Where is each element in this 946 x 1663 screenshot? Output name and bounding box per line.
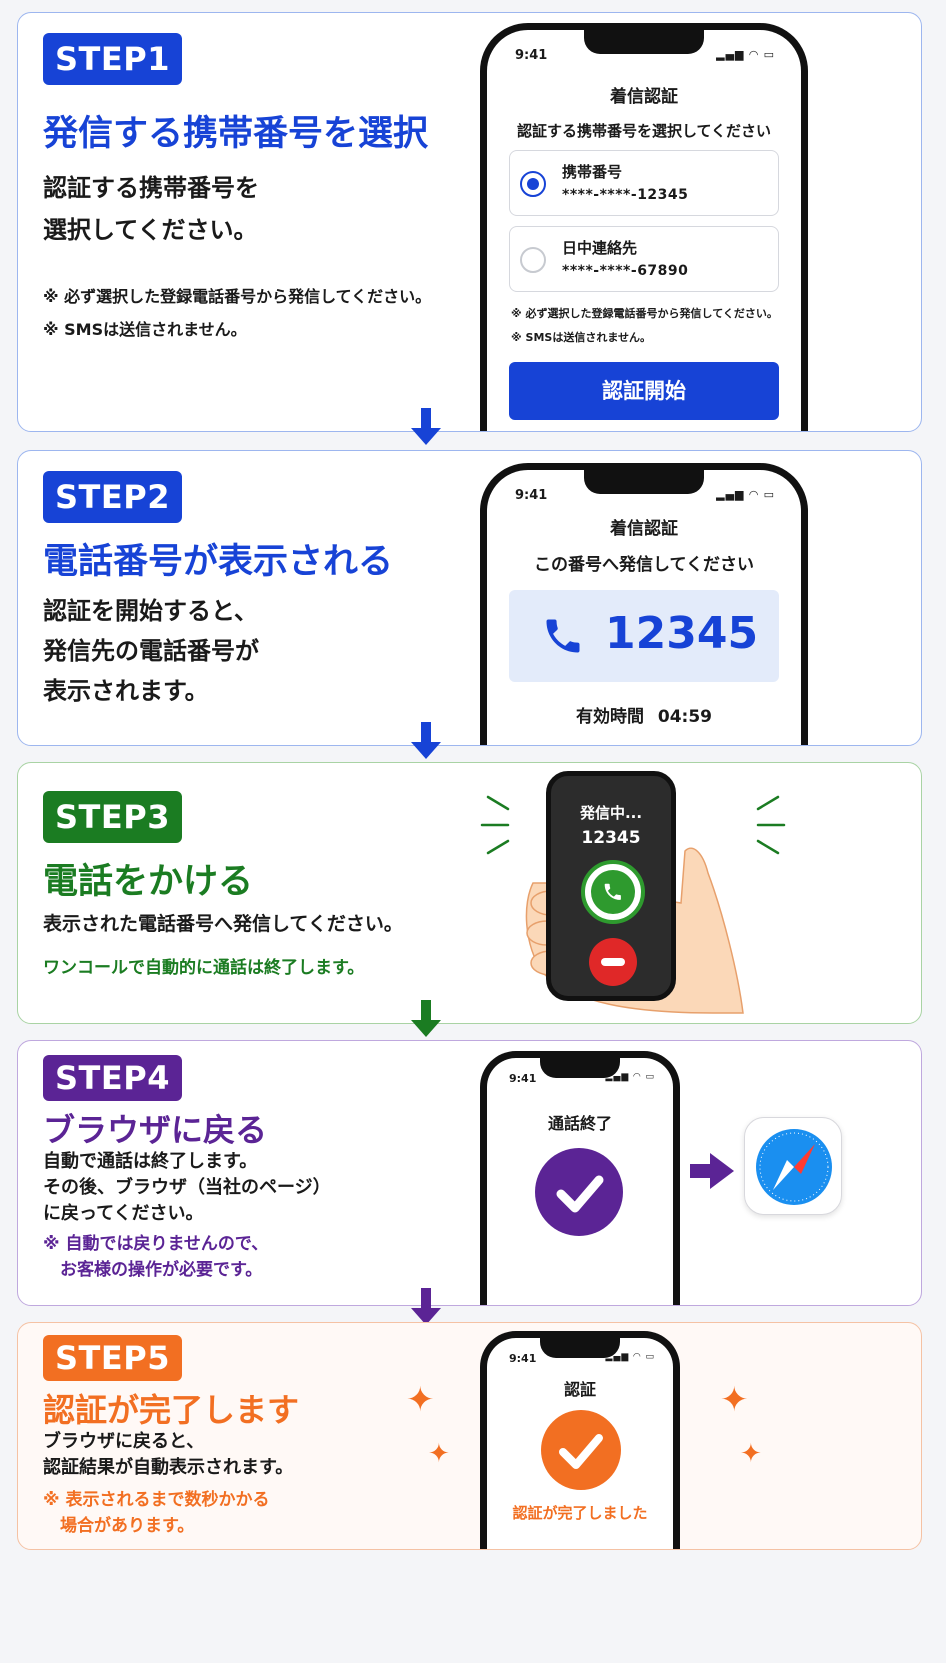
step1-description-line: 選択してください。 bbox=[43, 216, 258, 244]
status-time: 9:41 bbox=[515, 488, 548, 503]
validity-time: 04:59 bbox=[657, 707, 713, 727]
validity-timer: 有効時間 04:59 bbox=[487, 702, 801, 727]
checkmark-icon bbox=[535, 1148, 623, 1236]
step3-note: ワンコールで自動的に通話は終了します。 bbox=[43, 958, 365, 978]
arrow-down-icon bbox=[411, 1000, 441, 1040]
step1-note: ※ 必ず選択した登録電話番号から発信してください。 bbox=[43, 287, 432, 306]
step1-badge: STEP1 bbox=[43, 33, 182, 85]
step2-description-line: 表示されます。 bbox=[43, 677, 209, 705]
step4-note: ※ 自動では戻りませんので、 bbox=[43, 1234, 269, 1254]
screen-title: 通話終了 bbox=[547, 1114, 612, 1133]
arrow-down-icon bbox=[411, 722, 441, 762]
display-number: 12345 bbox=[605, 608, 759, 659]
phone-note: ※ SMSは送信されません。 bbox=[511, 331, 651, 344]
step1-description-line: 認証する携帯番号を bbox=[43, 174, 259, 202]
step2-description-line: 認証を開始すると、 bbox=[43, 597, 259, 625]
step2-badge: STEP2 bbox=[43, 471, 182, 523]
ringing-lines-icon bbox=[480, 795, 786, 855]
sparkle-icon: ✦ bbox=[720, 1380, 749, 1420]
option-number: ****-****-12345 bbox=[562, 187, 689, 203]
status-time: 9:41 bbox=[509, 1072, 537, 1085]
phone-notes: ※ 必ず選択した登録電話番号から発信してください。 ※ SMSは送信されません。 bbox=[511, 302, 778, 350]
start-auth-button[interactable]: 認証開始 bbox=[509, 362, 779, 420]
step2-card: STEP2 電話番号が表示される 認証を開始すると、 発信先の電話番号が 表示さ… bbox=[17, 450, 922, 746]
safari-compass-icon[interactable] bbox=[744, 1117, 842, 1215]
step5-title: 認証が完了します bbox=[43, 1391, 300, 1429]
phone-option-daytime[interactable]: 日中連絡先 ****-****-67890 bbox=[509, 226, 779, 292]
phone-notch bbox=[584, 30, 704, 54]
step2-description: 認証を開始すると、 発信先の電話番号が 表示されます。 bbox=[43, 591, 259, 711]
step1-description: 認証する携帯番号を 選択してください。 bbox=[43, 167, 259, 251]
validity-label: 有効時間 bbox=[575, 707, 644, 727]
phone-icon bbox=[546, 619, 580, 653]
phone-notch bbox=[540, 1058, 620, 1078]
step4-description-line: その後、ブラウザ（当社のページ） bbox=[43, 1177, 331, 1198]
calling-status: 発信中... bbox=[579, 804, 643, 822]
arrow-right-icon bbox=[690, 1153, 734, 1189]
auth-result: 認証が完了しました bbox=[512, 1504, 648, 1522]
number-display: 12345 bbox=[509, 590, 779, 682]
step4-description-line: に戻ってください。 bbox=[43, 1203, 204, 1224]
arrow-down-icon bbox=[411, 408, 441, 448]
step2-phone: 9:41 ▂▄▆ ◠ ▭ 着信認証 この番号へ発信してください 12345 有効… bbox=[480, 463, 808, 745]
step5-notes: ※ 表示されるまで数秒かかる 場合があります。 bbox=[43, 1487, 269, 1539]
status-icons: ▂▄▆ ◠ ▭ bbox=[716, 48, 775, 61]
step5-card: STEP5 認証が完了します ブラウザに戻ると、 認証結果が自動表示されます。 … bbox=[17, 1322, 922, 1550]
step3-card: STEP3 電話をかける 表示された電話番号へ発信してください。 ワンコールで自… bbox=[17, 762, 922, 1024]
checkmark-icon bbox=[541, 1410, 621, 1490]
step2-description-line: 発信先の電話番号が bbox=[43, 637, 259, 665]
status-time: 9:41 bbox=[509, 1352, 537, 1365]
screen-title: 認証 bbox=[563, 1380, 596, 1399]
step3-badge: STEP3 bbox=[43, 791, 182, 843]
phone-option-mobile[interactable]: 携帯番号 ****-****-12345 bbox=[509, 150, 779, 216]
phone-note: ※ 必ず選択した登録電話番号から発信してください。 bbox=[511, 307, 778, 320]
step4-note: お客様の操作が必要です。 bbox=[43, 1260, 263, 1280]
step5-note: 場合があります。 bbox=[43, 1516, 195, 1536]
screen-title: 着信認証 bbox=[610, 519, 678, 539]
step4-phone: 9:41 ▂▄▆ ◠ ▭ 通話終了 bbox=[480, 1051, 680, 1305]
step5-note: ※ 表示されるまで数秒かかる bbox=[43, 1490, 270, 1510]
option-label: 日中連絡先 bbox=[562, 239, 638, 257]
step3-description: 表示された電話番号へ発信してください。 bbox=[43, 913, 403, 935]
status-time: 9:41 bbox=[515, 48, 548, 63]
step3-title: 電話をかける bbox=[43, 862, 254, 902]
calling-number: 12345 bbox=[581, 828, 641, 848]
phone-notch bbox=[540, 1338, 620, 1358]
step2-title: 電話番号が表示される bbox=[43, 542, 394, 582]
hang-up-icon bbox=[589, 938, 637, 986]
step4-notes: ※ 自動では戻りませんので、 お客様の操作が必要です。 bbox=[43, 1231, 268, 1283]
step5-description-line: ブラウザに戻ると、 bbox=[43, 1431, 205, 1452]
option-number: ****-****-67890 bbox=[562, 263, 689, 279]
sparkle-icon: ✦ bbox=[740, 1439, 762, 1469]
option-label: 携帯番号 bbox=[562, 163, 623, 181]
step1-notes: ※ 必ず選択した登録電話番号から発信してください。 ※ SMSは送信されません。 bbox=[43, 280, 431, 346]
call-icon bbox=[581, 860, 645, 924]
sparkle-icon: ✦ bbox=[406, 1380, 435, 1420]
step5-phone: 9:41 ▂▄▆ ◠ ▭ 認証 認証が完了しました bbox=[480, 1331, 680, 1549]
step3-phone: 発信中... 12345 bbox=[546, 771, 676, 1001]
step4-description-line: 自動で通話は終了します。 bbox=[43, 1151, 258, 1172]
step4-title: ブラウザに戻る bbox=[43, 1111, 268, 1149]
status-icons: ▂▄▆ ◠ ▭ bbox=[605, 1072, 655, 1082]
step4-badge: STEP4 bbox=[43, 1055, 182, 1101]
step5-description-line: 認証結果が自動表示されます。 bbox=[43, 1457, 294, 1478]
status-icons: ▂▄▆ ◠ ▭ bbox=[716, 488, 775, 501]
status-icons: ▂▄▆ ◠ ▭ bbox=[605, 1352, 655, 1362]
screen-instruction: この番号へ発信してください bbox=[534, 555, 754, 575]
step1-note: ※ SMSは送信されません。 bbox=[43, 320, 247, 339]
screen-title: 着信認証 bbox=[610, 87, 678, 107]
step4-description: 自動で通話は終了します。 その後、ブラウザ（当社のページ） に戻ってください。 bbox=[43, 1149, 331, 1227]
screen-instruction: 認証する携帯番号を選択してください bbox=[516, 122, 772, 140]
step1-title: 発信する携帯番号を選択 bbox=[43, 114, 429, 154]
step1-phone: 9:41 ▂▄▆ ◠ ▭ 着信認証 認証する携帯番号を選択してください 携帯番号… bbox=[480, 23, 808, 431]
sparkle-icon: ✦ bbox=[428, 1439, 450, 1469]
step5-description: ブラウザに戻ると、 認証結果が自動表示されます。 bbox=[43, 1429, 293, 1481]
arrow-down-icon bbox=[411, 1288, 441, 1328]
step4-card: STEP4 ブラウザに戻る 自動で通話は終了します。 その後、ブラウザ（当社のペ… bbox=[17, 1040, 922, 1306]
phone-notch bbox=[584, 470, 704, 494]
step1-card: STEP1 発信する携帯番号を選択 認証する携帯番号を 選択してください。 ※ … bbox=[17, 12, 922, 432]
radio-unselected[interactable] bbox=[520, 247, 546, 273]
radio-selected[interactable] bbox=[520, 171, 546, 197]
step5-badge: STEP5 bbox=[43, 1335, 182, 1381]
